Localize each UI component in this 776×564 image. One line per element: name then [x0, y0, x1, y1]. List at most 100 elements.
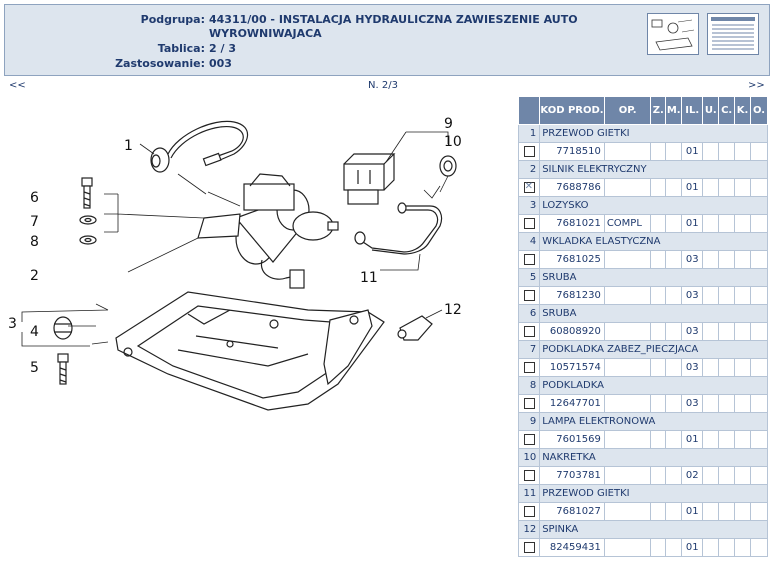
part-code[interactable]: 7681025 — [539, 250, 605, 269]
diagram-thumbnail[interactable] — [647, 13, 699, 55]
part-u — [702, 466, 720, 485]
pipe-part-11[interactable] — [354, 202, 443, 255]
part-select-checkbox[interactable] — [523, 325, 535, 337]
col-header-u[interactable]: U. — [702, 96, 720, 125]
callout-10: 10 — [444, 134, 462, 150]
part-select-checkbox[interactable] — [523, 181, 535, 193]
lock-washer-part-7[interactable] — [79, 215, 97, 225]
part-code[interactable]: 60808920 — [539, 322, 605, 341]
part-quantity: 03 — [681, 394, 704, 413]
part-c — [718, 286, 736, 305]
part-select-checkbox[interactable] — [523, 541, 535, 553]
part-select-checkbox[interactable] — [523, 289, 535, 301]
part-position: 7 — [517, 340, 541, 359]
part-select-checkbox[interactable] — [523, 253, 535, 265]
part-k — [734, 358, 751, 377]
part-description[interactable]: LAMPA ELEKTRONOWA — [539, 412, 768, 431]
zastosowanie-label: Zastosowanie: — [115, 57, 205, 70]
part-description[interactable]: PRZEWOD GIETKI — [539, 484, 768, 503]
part-z — [650, 286, 667, 305]
part-code[interactable]: 7703781 — [539, 466, 605, 485]
part-code[interactable]: 7681021 — [539, 214, 605, 233]
part-code[interactable]: 12647701 — [539, 394, 605, 413]
col-header-op[interactable]: OP. — [603, 96, 652, 125]
tray-part-3[interactable] — [115, 291, 385, 411]
valve-part-9[interactable] — [343, 153, 396, 205]
col-header-o[interactable]: O. — [750, 96, 768, 125]
part-op — [603, 538, 652, 557]
part-description[interactable]: PRZEWOD GIETKI — [539, 124, 768, 143]
part-u — [702, 178, 720, 197]
col-header-il[interactable]: IL. — [681, 96, 704, 125]
part-k — [734, 502, 751, 521]
part-description[interactable]: LOZYSKO — [539, 196, 768, 215]
part-m — [665, 430, 683, 449]
part-select-checkbox[interactable] — [523, 433, 535, 445]
part-description[interactable]: SILNIK ELEKTRYCZNY — [539, 160, 768, 179]
part-c — [718, 322, 736, 341]
part-code[interactable]: 7681230 — [539, 286, 605, 305]
part-description[interactable]: WKLADKA ELASTYCZNA — [539, 232, 768, 251]
part-position: 1 — [517, 124, 541, 143]
part-code[interactable]: 82459431 — [539, 538, 605, 557]
motor-part-2[interactable] — [197, 173, 339, 289]
part-description[interactable]: PODKLADKA — [539, 376, 768, 395]
col-header-k[interactable]: K. — [734, 96, 751, 125]
part-position: 3 — [517, 196, 541, 215]
part-description[interactable]: SPINKA — [539, 520, 768, 539]
part-code[interactable]: 7601569 — [539, 430, 605, 449]
part-code[interactable]: 10571574 — [539, 358, 605, 377]
part-u — [702, 430, 720, 449]
table-thumbnail[interactable] — [707, 13, 759, 55]
part-description[interactable]: SRUBA — [539, 304, 768, 323]
washer-part-8[interactable] — [79, 235, 97, 245]
part-description[interactable]: SRUBA — [539, 268, 768, 287]
next-page-link[interactable]: >> — [748, 80, 765, 91]
part-description[interactable]: PODKLADKA ZABEZ_PIECZJACA — [539, 340, 768, 359]
prev-page-link[interactable]: << — [9, 80, 26, 91]
part-code[interactable]: 7688786 — [539, 178, 605, 197]
bolt-part-6[interactable] — [81, 177, 93, 209]
part-select-checkbox[interactable] — [523, 361, 535, 373]
part-position: 12 — [517, 520, 541, 539]
clip-part-12[interactable] — [397, 315, 433, 341]
part-o — [750, 178, 768, 197]
part-z — [650, 322, 667, 341]
col-header-m[interactable]: M. — [665, 96, 683, 125]
grommet-part-4[interactable] — [53, 316, 73, 340]
part-o — [750, 286, 768, 305]
part-select-checkbox[interactable] — [523, 469, 535, 481]
part-o — [750, 250, 768, 269]
part-description[interactable]: NAKRETKA — [539, 448, 768, 467]
part-select-checkbox[interactable] — [523, 217, 535, 229]
part-k — [734, 250, 751, 269]
part-select-checkbox[interactable] — [523, 145, 535, 157]
part-op: COMPL — [603, 214, 652, 233]
part-o — [750, 430, 768, 449]
nut-part-10[interactable] — [439, 155, 457, 177]
screw-part-5[interactable] — [57, 353, 69, 385]
part-select-cell — [517, 466, 541, 485]
col-header-z[interactable]: Z. — [650, 96, 667, 125]
part-select-checkbox[interactable] — [523, 397, 535, 409]
part-code[interactable]: 7718510 — [539, 142, 605, 161]
hose-part-1[interactable] — [150, 120, 249, 173]
part-select-cell — [517, 430, 541, 449]
part-code[interactable]: 7681027 — [539, 502, 605, 521]
col-header-code[interactable]: KOD PROD. — [539, 96, 605, 125]
col-header-c[interactable]: C. — [718, 96, 736, 125]
part-select-checkbox[interactable] — [523, 505, 535, 517]
